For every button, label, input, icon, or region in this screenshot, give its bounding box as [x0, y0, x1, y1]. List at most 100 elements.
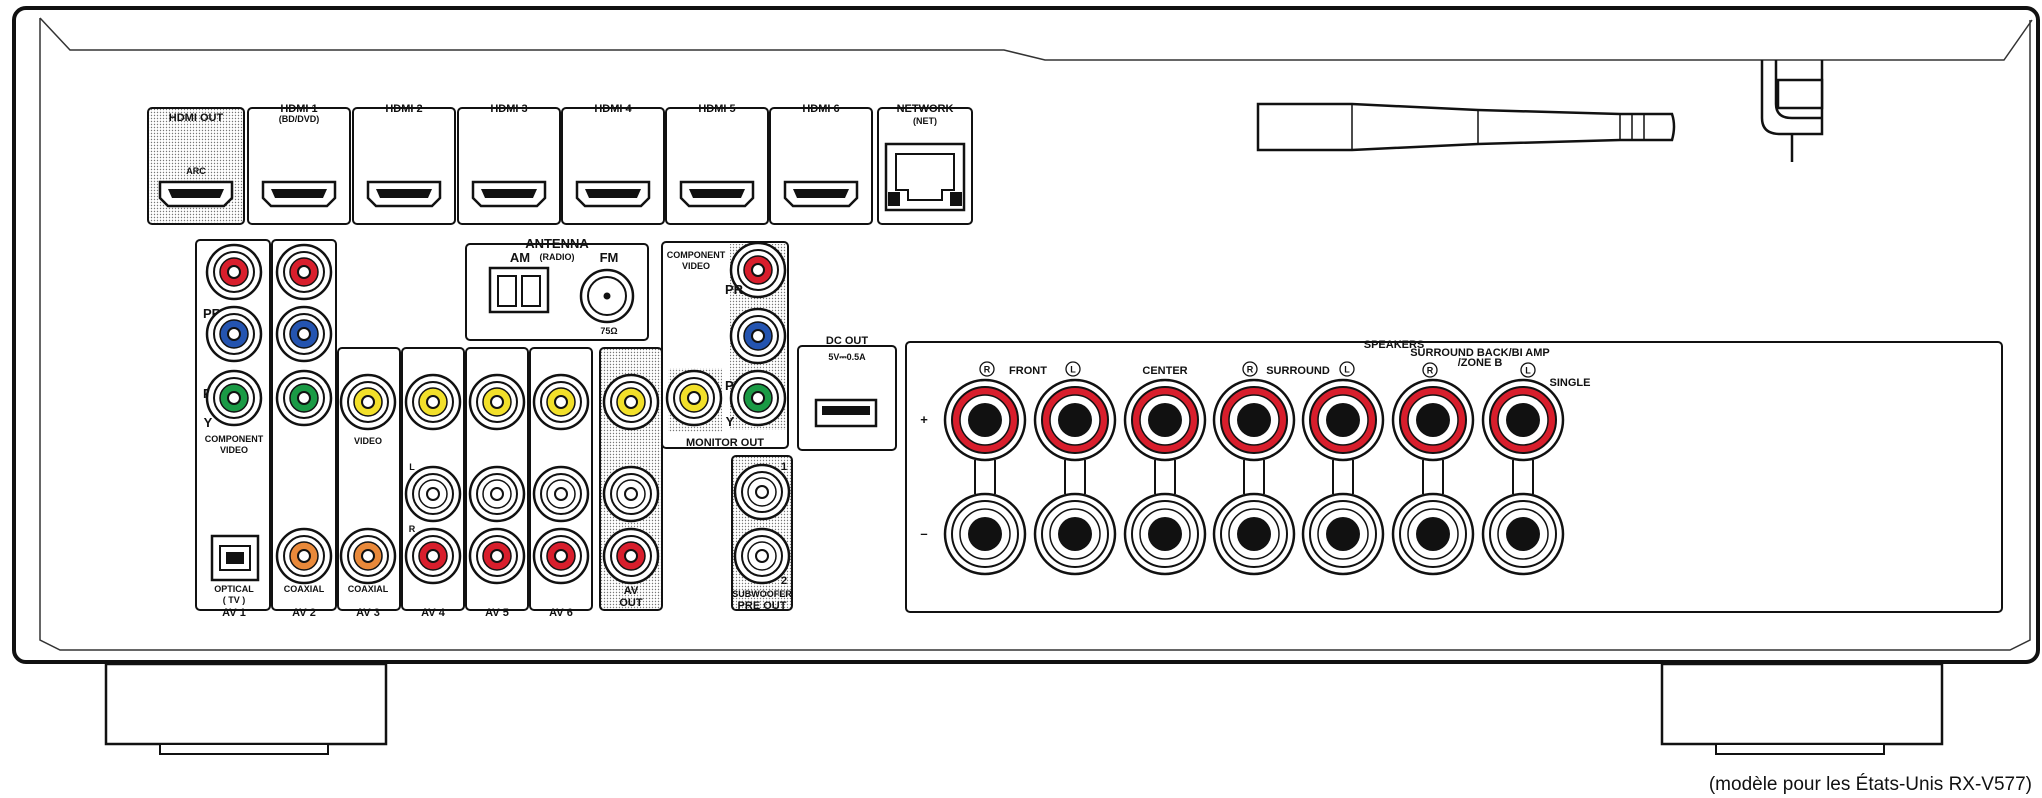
- av4-audio-l-jack[interactable]: [404, 465, 462, 523]
- monitor-out-label: MONITOR OUT: [686, 437, 764, 449]
- hdmi-5-port[interactable]: [679, 180, 755, 208]
- monitor-component-pr-jack[interactable]: [729, 241, 787, 299]
- network-sub-label: (NET): [913, 116, 937, 126]
- speaker-front-l-plus-terminal[interactable]: [1033, 378, 1117, 462]
- speaker-front-r-plus-terminal[interactable]: [943, 378, 1027, 462]
- av3-coaxial-label: COAXIAL: [348, 584, 389, 594]
- hdmi-2-port[interactable]: [366, 180, 442, 208]
- subwoofer-2-label: 2: [781, 575, 787, 587]
- subwoofer-1-jack[interactable]: [733, 463, 791, 521]
- av1-optical-jack[interactable]: [210, 534, 260, 582]
- surround-l-label: L: [1344, 365, 1350, 375]
- network-label: NETWORK: [897, 103, 954, 115]
- plus-label: +: [920, 412, 928, 427]
- caption: (modèle pour les États-Unis RX-V577): [1709, 774, 2032, 795]
- monitor-component-y-jack[interactable]: [729, 369, 787, 427]
- hdmi-out-port[interactable]: [158, 180, 234, 208]
- minus-label: –: [920, 526, 927, 541]
- fm-antenna-jack[interactable]: [579, 268, 635, 324]
- av-out-label-2: OUT: [619, 597, 643, 609]
- hdmi-4-label: HDMI 4: [594, 103, 632, 115]
- hdmi-6-label: HDMI 6: [802, 103, 839, 115]
- av1-component-y-jack[interactable]: [205, 369, 263, 427]
- av-out-audio-l-jack[interactable]: [602, 465, 660, 523]
- center-label: CENTER: [1142, 365, 1187, 377]
- foot-left: [104, 662, 388, 755]
- hdmi-3-label: HDMI 3: [490, 103, 527, 115]
- monitor-y-label: Y: [726, 414, 735, 429]
- speaker-surround-l-plus-terminal[interactable]: [1301, 378, 1385, 462]
- av4-video-jack[interactable]: [404, 373, 462, 431]
- av4-audio-r-jack[interactable]: [404, 527, 462, 585]
- subwoofer-1-label: 1: [781, 461, 787, 473]
- monitor-component-label: COMPONENT: [667, 250, 726, 260]
- av6-video-jack[interactable]: [532, 373, 590, 431]
- av-out-video-jack[interactable]: [602, 373, 660, 431]
- subwoofer-2-jack[interactable]: [733, 527, 791, 585]
- av3-label: AV 3: [356, 607, 380, 619]
- av3-video-label: VIDEO: [354, 436, 382, 446]
- hdmi-6-port[interactable]: [783, 180, 859, 208]
- speakers-label: SPEAKERS: [1364, 339, 1425, 351]
- av6-audio-r-jack[interactable]: [532, 527, 590, 585]
- lan-port[interactable]: [884, 142, 966, 212]
- dc-out-spec: 5V⎓0.5A: [828, 352, 866, 362]
- speaker-surround-l-minus-terminal[interactable]: [1301, 492, 1385, 576]
- dc-out-label: DC OUT: [826, 335, 868, 347]
- pre-out-label: PRE OUT: [738, 600, 787, 612]
- av1-label: AV 1: [222, 607, 246, 619]
- av2-component-pr-jack[interactable]: [275, 243, 333, 301]
- am-label: AM: [510, 250, 530, 265]
- zone-b-label: /ZONE B: [1458, 357, 1503, 369]
- av5-label: AV 5: [485, 607, 509, 619]
- av2-label: AV 2: [292, 607, 316, 619]
- hdmi-1-port[interactable]: [261, 180, 337, 208]
- speaker-surround-back-l-plus-terminal[interactable]: [1481, 378, 1565, 462]
- monitor-pr-label: PR: [725, 282, 744, 297]
- av1-component-pb-jack[interactable]: [205, 305, 263, 363]
- monitor-component-pb-jack[interactable]: [729, 307, 787, 365]
- power-cord-icon: [1760, 60, 1824, 162]
- speaker-center-plus-terminal[interactable]: [1123, 378, 1207, 462]
- speaker-front-l-minus-terminal[interactable]: [1033, 492, 1117, 576]
- hdmi-1-label: HDMI 1: [280, 103, 317, 115]
- surround-back-r-label: R: [1427, 366, 1434, 376]
- hdmi-out-label: HDMI OUT: [169, 112, 224, 124]
- speaker-surround-back-r-plus-terminal[interactable]: [1391, 378, 1475, 462]
- wireless-antenna[interactable]: [1256, 102, 1676, 152]
- hdmi-3-port[interactable]: [471, 180, 547, 208]
- av2-coaxial-jack[interactable]: [275, 527, 333, 585]
- av2-component-y-jack[interactable]: [275, 369, 333, 427]
- speaker-surround-r-plus-terminal[interactable]: [1212, 378, 1296, 462]
- front-l-label: L: [1070, 365, 1076, 375]
- monitor-video-jack[interactable]: [665, 369, 723, 427]
- av1-component-pr-jack[interactable]: [205, 243, 263, 301]
- monitor-component-label-2: VIDEO: [682, 261, 710, 271]
- hdmi-4-port[interactable]: [575, 180, 651, 208]
- av-out-label: AV: [624, 585, 639, 597]
- av4-l-label: L: [409, 462, 415, 472]
- av-out-audio-r-jack[interactable]: [602, 527, 660, 585]
- av3-video-jack[interactable]: [339, 373, 397, 431]
- av5-audio-r-jack[interactable]: [468, 527, 526, 585]
- foot-right: [1660, 662, 1944, 755]
- av6-audio-l-jack[interactable]: [532, 465, 590, 523]
- av2-component-pb-jack[interactable]: [275, 305, 333, 363]
- surround-back-l-label: L: [1525, 366, 1531, 376]
- speaker-surround-back-r-minus-terminal[interactable]: [1391, 492, 1475, 576]
- fm-label: FM: [600, 250, 619, 265]
- av5-video-jack[interactable]: [468, 373, 526, 431]
- av1-tv-label: ( TV ): [223, 595, 246, 605]
- hdmi-5-label: HDMI 5: [698, 103, 735, 115]
- av3-coaxial-jack[interactable]: [339, 527, 397, 585]
- speaker-surround-back-l-minus-terminal[interactable]: [1481, 492, 1565, 576]
- front-r-label: R: [984, 365, 991, 375]
- speaker-surround-r-minus-terminal[interactable]: [1212, 492, 1296, 576]
- am-antenna-terminal[interactable]: [488, 266, 550, 314]
- speaker-center-minus-terminal[interactable]: [1123, 492, 1207, 576]
- av5-audio-l-jack[interactable]: [468, 465, 526, 523]
- speaker-front-r-minus-terminal[interactable]: [943, 492, 1027, 576]
- usb-dc-out-port[interactable]: [814, 398, 878, 428]
- surround-back-label: SURROUND BACK/BI AMP: [1410, 347, 1550, 359]
